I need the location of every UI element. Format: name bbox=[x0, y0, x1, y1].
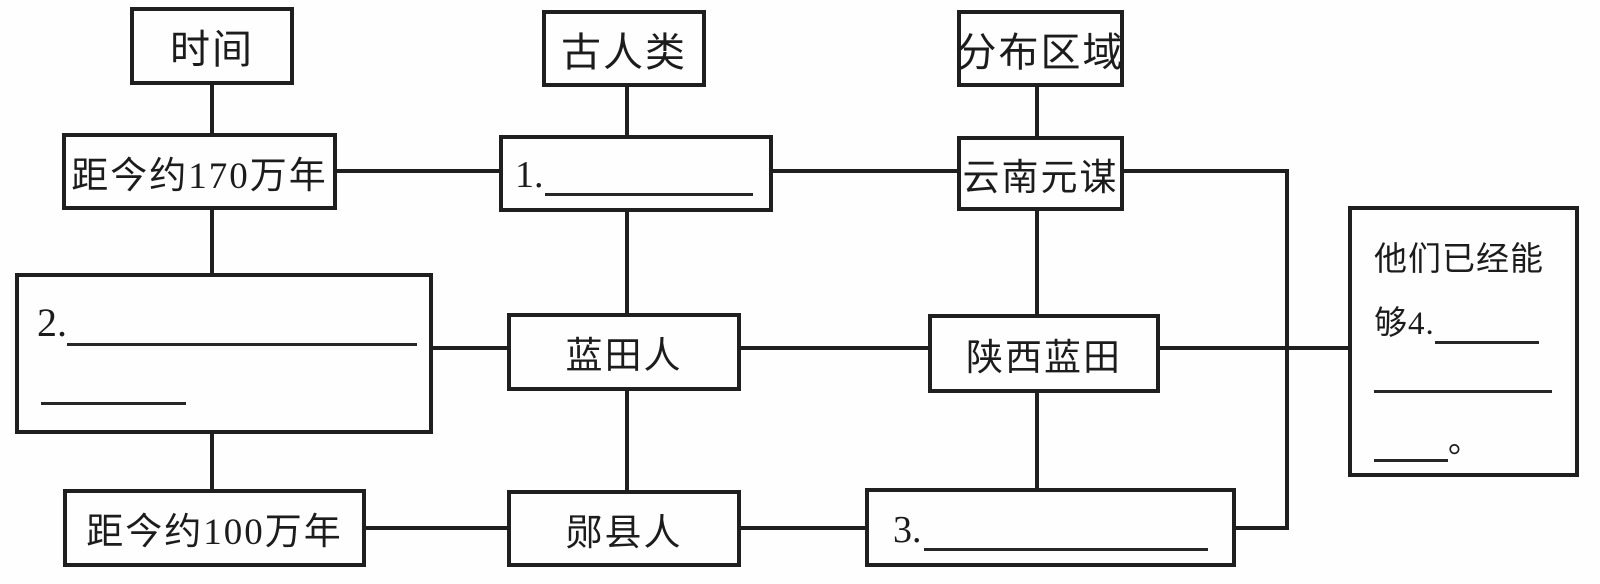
note-line-2: 够4. bbox=[1374, 296, 1539, 344]
node-label-time-100: 距今约100万年 bbox=[86, 512, 343, 553]
blank-3-number: 3. bbox=[893, 509, 922, 551]
header-label-hominid: 古人类 bbox=[561, 29, 687, 75]
blank-4-line-a bbox=[1434, 308, 1539, 344]
node-label-region-yuanmou: 云南元谋 bbox=[962, 157, 1119, 199]
connector-lantian-region-to-blank3 bbox=[1035, 391, 1039, 490]
node-box-hominid-lantian: 蓝田人 bbox=[507, 313, 741, 391]
header-box-region: 分布区域 bbox=[957, 10, 1124, 87]
connector-blank1-to-lantian-man bbox=[625, 209, 629, 315]
connector-170-to-blank1 bbox=[335, 169, 502, 173]
blank-1-number: 1. bbox=[515, 154, 544, 196]
blank-1-line bbox=[545, 156, 753, 196]
node-box-hominid-blank-1: 1. bbox=[499, 135, 773, 212]
blank-4-line-b bbox=[1374, 357, 1552, 393]
node-box-region-yuanmou: 云南元谋 bbox=[957, 136, 1124, 211]
connector-hominid-header-to-1 bbox=[625, 84, 629, 137]
node-label-hominid-yunxian: 郧县人 bbox=[565, 512, 683, 554]
note-line-1: 他们已经能 bbox=[1374, 232, 1544, 280]
blank-2-line-b bbox=[41, 361, 186, 405]
connector-blank2-to-100 bbox=[210, 432, 214, 491]
connector-100-to-yunxian bbox=[364, 526, 510, 530]
connector-lantian-region-to-note bbox=[1158, 346, 1350, 350]
note-period: 。 bbox=[1448, 424, 1482, 460]
node-box-time-100: 距今约100万年 bbox=[63, 489, 366, 567]
node-label-region-lantian: 陕西蓝田 bbox=[966, 337, 1122, 379]
connector-170-to-blank2 bbox=[210, 208, 214, 276]
connector-yuanmou-to-lantian-region bbox=[1035, 208, 1039, 316]
header-label-region: 分布区域 bbox=[956, 29, 1125, 75]
connector-blank1-to-yuanmou bbox=[771, 169, 959, 173]
blank-4-line-c bbox=[1374, 426, 1448, 462]
blank-2-line-a bbox=[67, 301, 417, 346]
node-label-time-170: 距今约170万年 bbox=[71, 155, 328, 197]
node-box-time-170: 距今约170万年 bbox=[62, 133, 337, 210]
header-box-time: 时间 bbox=[130, 7, 294, 85]
node-label-hominid-lantian: 蓝田人 bbox=[565, 336, 683, 377]
connector-region-header-to-yuanmou bbox=[1035, 85, 1039, 138]
connector-time-header-to-170 bbox=[210, 83, 214, 135]
connector-yuanmou-elbow-horizontal bbox=[1122, 169, 1289, 173]
blank-2-number: 2. bbox=[37, 300, 67, 345]
node-box-region-lantian: 陕西蓝田 bbox=[928, 314, 1160, 393]
connector-blank2-to-lantian-man bbox=[432, 346, 510, 350]
note-line-3 bbox=[1374, 356, 1552, 393]
header-label-time: 时间 bbox=[170, 27, 254, 72]
connector-yunxian-to-blank3 bbox=[739, 526, 867, 530]
header-box-hominid: 古人类 bbox=[542, 10, 706, 87]
blank-3-line bbox=[924, 511, 1208, 551]
node-box-time-blank-2: 2. bbox=[15, 273, 433, 434]
connector-lantian-man-to-yunxian bbox=[625, 389, 629, 492]
connector-elbow-to-blank3 bbox=[1232, 526, 1289, 530]
node-box-hominid-yunxian: 郧县人 bbox=[507, 490, 741, 567]
node-box-region-blank-3: 3. bbox=[865, 488, 1236, 567]
note-text-2-prefix: 够4. bbox=[1374, 306, 1435, 342]
connector-lantian-man-to-lantian-region bbox=[739, 346, 930, 350]
note-text-1: 他们已经能 bbox=[1374, 242, 1544, 278]
note-line-4: 。 bbox=[1374, 414, 1482, 462]
note-box-abilities: 他们已经能 够4. 。 bbox=[1348, 206, 1579, 477]
